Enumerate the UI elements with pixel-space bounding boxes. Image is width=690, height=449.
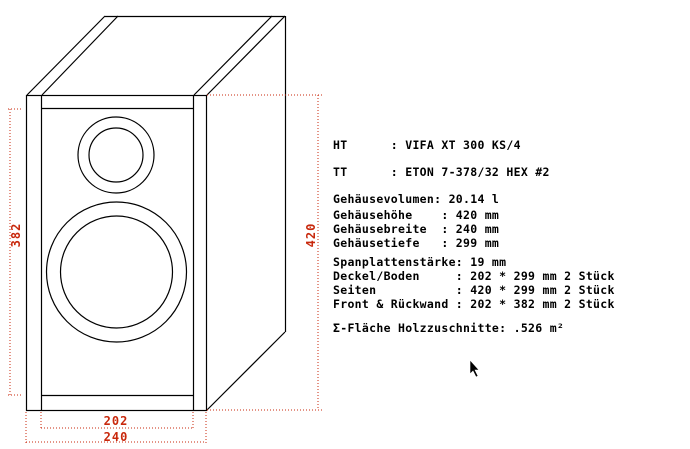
depth-edge: [26, 15, 106, 96]
tweeter: [77, 116, 155, 194]
cabinet-outline: [25, 15, 287, 412]
total-area-spec: Σ-Fläche Holzzuschnitte: .526 m²: [333, 321, 564, 335]
board-thickness-spec: Spanplattenstärke: 19 mm: [333, 255, 506, 269]
front-panel: [25, 94, 208, 412]
depth-edge: [193, 15, 273, 96]
dimension-lines: [8, 94, 322, 445]
volume-spec: Gehäusevolumen: 20.14 l: [333, 192, 499, 206]
depth-edge: [41, 15, 119, 96]
tweeter-spec: HT : VIFA XT 300 KS/4: [333, 138, 521, 152]
front-back-spec: Front & Rückwand : 202 * 382 mm 2 Stück: [333, 297, 615, 311]
depth-edge: [206, 15, 286, 96]
front-height-label: 382: [9, 223, 23, 248]
sides-spec: Seiten : 420 * 299 mm 2 Stück: [333, 283, 615, 297]
woofer: [45, 201, 188, 343]
top-bottom-spec: Deckel/Boden : 202 * 299 mm 2 Stück: [333, 269, 615, 283]
specs-panel: HT : VIFA XT 300 KS/4 TT : ETON 7-378/32…: [333, 138, 615, 335]
width-spec: Gehäusebreite : 240 mm: [333, 222, 499, 236]
woofer-spec: TT : ETON 7-378/32 HEX #2: [333, 165, 550, 179]
total-width-label: 240: [104, 430, 129, 444]
depth-edge: [206, 331, 286, 411]
total-height-label: 420: [304, 223, 318, 248]
depth-spec: Gehäusetiefe : 299 mm: [333, 236, 499, 250]
inner-width-label: 202: [104, 414, 129, 428]
mouse-cursor-icon: [469, 359, 480, 378]
height-spec: Gehäusehöhe : 420 mm: [333, 208, 499, 222]
